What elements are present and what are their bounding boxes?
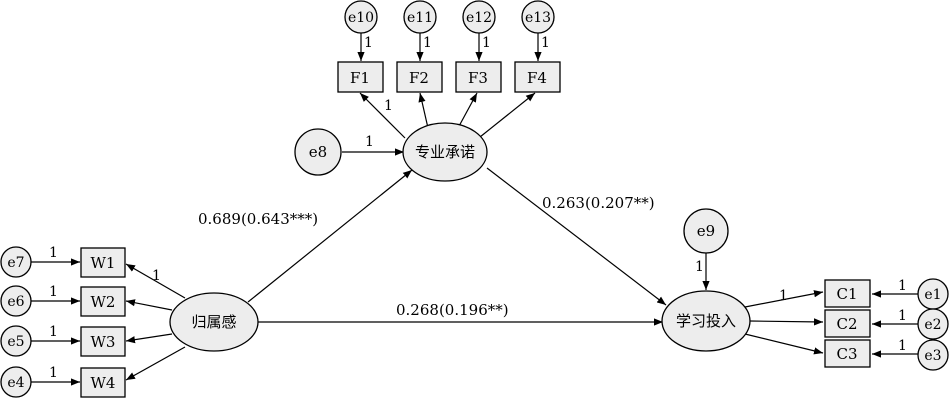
indicator-c3-label: C3 — [836, 345, 857, 363]
error-e10-label: e10 — [348, 10, 374, 26]
indicator-w2-label: W2 — [91, 293, 116, 311]
path-belonging-engagement-label: 0.268(0.196**) — [396, 301, 509, 319]
indicator-w4-label: W4 — [91, 374, 116, 392]
latent-engagement: 学习投入 — [661, 290, 751, 352]
indicator-f2-label: F2 — [409, 69, 429, 87]
indicator-w3-label: W3 — [91, 333, 116, 351]
edge-belonging-w4 — [125, 346, 186, 381]
error-e4-label: e4 — [7, 375, 24, 391]
loading-e1: 1 — [898, 278, 907, 294]
indicator-c1-label: C1 — [836, 285, 857, 303]
loading-e12: 1 — [482, 35, 491, 51]
latent-engagement-label: 学习投入 — [676, 312, 736, 330]
edge-engagement-c2 — [749, 318, 824, 326]
indicator-f2 — [396, 61, 443, 93]
indicator-f1-label: F1 — [350, 69, 370, 87]
loading-e2: 1 — [898, 308, 907, 324]
indicator-c2 — [824, 309, 871, 338]
loading-e3: 1 — [898, 338, 907, 354]
loading-e13: 1 — [541, 35, 550, 51]
edges — [31, 33, 918, 386]
path-commitment-engagement-label: 0.263(0.207**) — [542, 194, 655, 212]
loading-e7: 1 — [49, 245, 58, 261]
indicator-w2 — [80, 286, 126, 317]
loading-c1: 1 — [779, 288, 788, 304]
latent-commitment-label: 专业承诺 — [415, 143, 475, 161]
path-belonging-commitment-label: 0.689(0.643***) — [198, 210, 318, 228]
error-e5 — [0, 325, 32, 357]
loading-e11: 1 — [423, 35, 432, 51]
loading-e4: 1 — [49, 365, 58, 381]
loading-f1: 1 — [384, 98, 393, 114]
latent-belonging: 归属感 — [169, 292, 259, 352]
error-e9-label: e9 — [697, 222, 715, 240]
indicator-f1 — [337, 61, 384, 93]
error-e11-label: e11 — [407, 10, 433, 26]
error-e6-label: e6 — [7, 294, 24, 310]
error-e13 — [521, 0, 555, 34]
error-e11 — [403, 0, 437, 34]
latent-belonging-label: 归属感 — [191, 313, 236, 331]
edge-engagement-c3 — [744, 333, 824, 355]
indicator-c1 — [824, 279, 871, 308]
path-coefficients: 0.689(0.643***) 0.263(0.207**) 0.268(0.1… — [198, 194, 655, 319]
error-e8-label: e8 — [309, 143, 327, 161]
indicator-f4 — [514, 61, 561, 93]
error-e1-label: e1 — [924, 287, 941, 303]
error-e3 — [917, 339, 949, 371]
edge-commitment-f2 — [418, 92, 429, 129]
edge-commitment-f3 — [457, 92, 478, 129]
error-e12 — [462, 0, 496, 34]
indicators-w: W1 W2 W3 W4 — [80, 247, 126, 398]
latent-commitment: 专业承诺 — [402, 122, 488, 182]
loading-e5: 1 — [49, 324, 58, 340]
error-e5-label: e5 — [7, 334, 24, 350]
errors-f: e10 e11 e12 e13 — [344, 0, 555, 34]
edge-engagement-c1 — [744, 290, 824, 308]
loading-w1: 1 — [152, 268, 161, 284]
error-e10 — [344, 0, 378, 34]
indicators-c: C1 C2 C3 — [824, 279, 871, 368]
error-e6 — [0, 285, 32, 317]
edge-belonging-w3 — [125, 333, 173, 344]
loading-e8: 1 — [365, 134, 374, 150]
indicator-w4 — [80, 367, 126, 398]
indicator-w1 — [80, 247, 126, 278]
loading-e9: 1 — [695, 259, 704, 275]
error-e2 — [917, 308, 949, 340]
error-e8: e8 — [294, 128, 342, 176]
error-e3-label: e3 — [924, 348, 941, 364]
edge-commitment-engagement — [486, 167, 667, 306]
error-e4 — [0, 366, 32, 398]
indicator-f4-label: F4 — [527, 69, 547, 87]
indicator-f3 — [455, 61, 502, 93]
loading-e10: 1 — [364, 35, 373, 51]
error-e2-label: e2 — [924, 317, 941, 333]
edge-commitment-f4 — [479, 92, 536, 138]
indicator-c3 — [824, 339, 871, 368]
errors-w: e7 e6 e5 e4 — [0, 246, 32, 398]
indicator-c2-label: C2 — [836, 315, 857, 333]
edge-belonging-commitment — [247, 169, 413, 303]
errors-c: e1 e2 e3 — [917, 278, 949, 371]
fixed-loading-labels: 1 1 1 1 1 1 1 1 1 1 1 1 1 1 1 1 — [49, 35, 907, 381]
error-e7 — [0, 246, 32, 278]
indicator-w1-label: W1 — [91, 254, 116, 272]
edge-belonging-w1 — [125, 263, 186, 299]
error-e13-label: e13 — [525, 10, 551, 26]
error-e12-label: e12 — [466, 10, 492, 26]
indicator-f3-label: F3 — [468, 69, 488, 87]
edge-commitment-f1 — [359, 92, 406, 139]
indicators-f: F1 F2 F3 F4 — [337, 61, 561, 93]
error-e9: e9 — [683, 208, 729, 254]
loading-e6: 1 — [49, 284, 58, 300]
error-e7-label: e7 — [7, 255, 24, 271]
indicator-w3 — [80, 326, 126, 357]
edge-belonging-w2 — [125, 299, 173, 311]
